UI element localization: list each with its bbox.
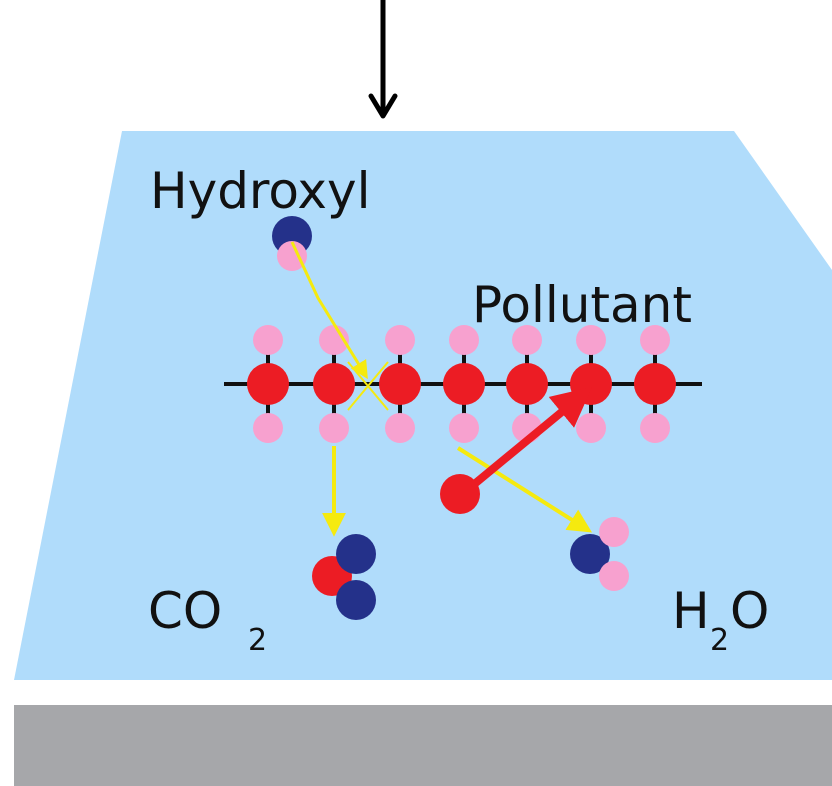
catalyst-surface: [14, 131, 832, 680]
h2o-label: H 2 O: [672, 582, 769, 658]
co2-label-subscript: 2: [248, 623, 267, 658]
carbon-release-arrow: [469, 386, 593, 490]
incoming-light-arrow: [368, 0, 398, 119]
hydroxyl-label: Hydroxyl: [150, 162, 371, 220]
h2o-formation-arrow: [456, 446, 593, 533]
co2-label: CO 2: [148, 582, 267, 658]
released-carbon-atom: [440, 474, 480, 514]
hydroxyl-radical: [272, 216, 312, 271]
pollutant-label: Pollutant: [472, 276, 692, 334]
substrate-layer: [14, 705, 832, 786]
co2-label-main: CO: [148, 582, 222, 640]
h2o-label-h: H: [672, 582, 710, 640]
pollutant-molecule: [224, 325, 702, 443]
h2o-label-o: O: [730, 582, 769, 640]
co2-molecule: [312, 534, 376, 620]
h2o-molecule: [570, 517, 629, 591]
hydroxyl-attack-arrow: [290, 241, 368, 380]
h2o-label-subscript: 2: [710, 623, 729, 658]
